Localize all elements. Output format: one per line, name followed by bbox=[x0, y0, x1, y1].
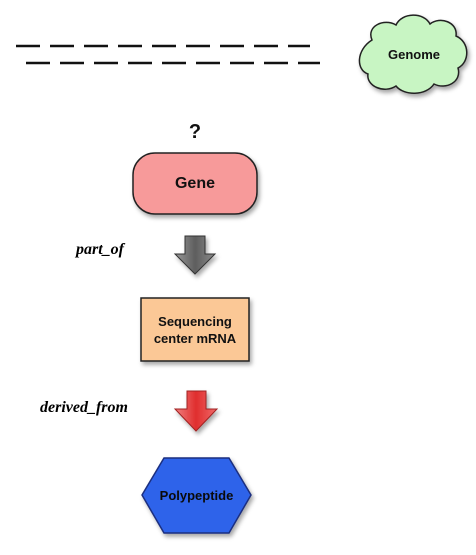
genome-cloud-shape bbox=[358, 14, 468, 94]
polypeptide-label: Polypeptide bbox=[159, 487, 234, 503]
derived-from-label: derived_from bbox=[40, 399, 128, 416]
genome-label: Genome bbox=[387, 46, 440, 62]
gene-label: Gene bbox=[174, 174, 215, 192]
mrna-label: Sequencing center mRNA bbox=[153, 313, 237, 346]
mrna-box-shape bbox=[140, 297, 250, 362]
polypeptide-hexagon-shape bbox=[141, 457, 252, 534]
part-of-arrow bbox=[173, 235, 217, 275]
genome-dashes bbox=[16, 44, 320, 65]
part-of-label: part_of bbox=[76, 241, 124, 258]
gene-box-shape bbox=[132, 152, 258, 215]
question-mark: ? bbox=[188, 120, 202, 143]
derived-from-arrow bbox=[173, 390, 219, 432]
